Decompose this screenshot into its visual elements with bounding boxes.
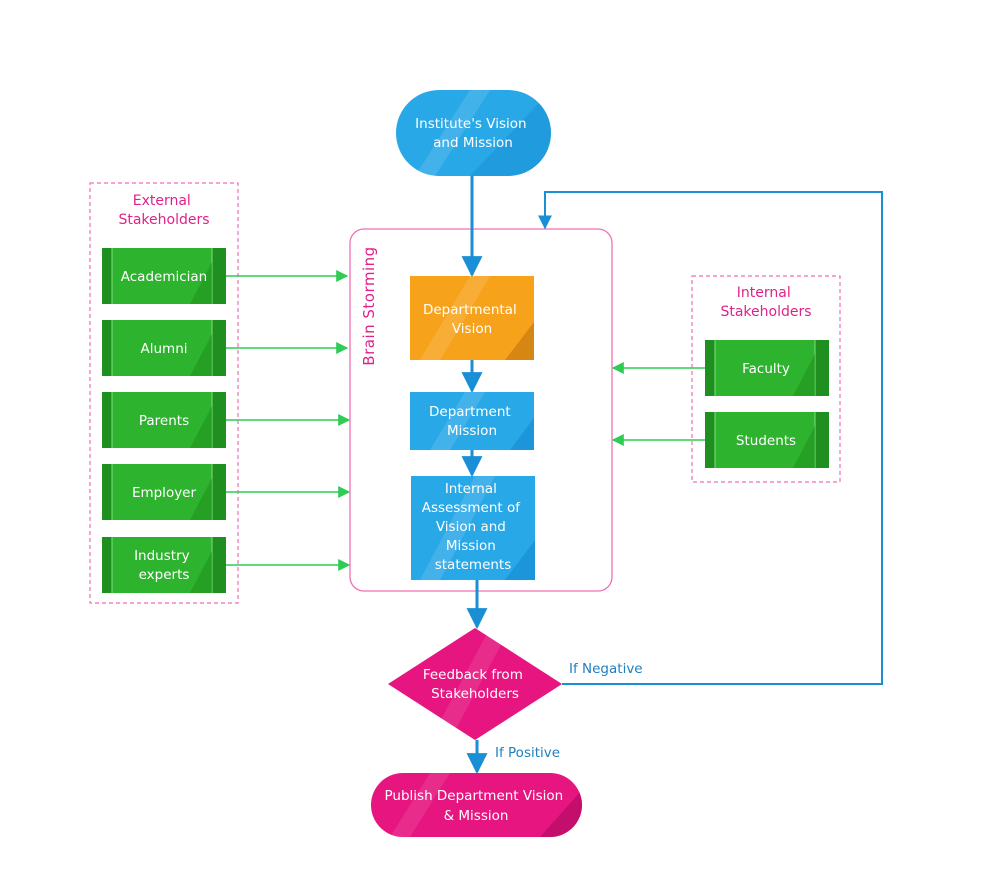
svg-text:Academician: Academician bbox=[121, 269, 207, 285]
node-publish: Publish Department Vision & Mission bbox=[371, 773, 582, 837]
svg-text:Faculty: Faculty bbox=[742, 361, 790, 377]
node-institute-vision: Institute's Vision and Mission bbox=[396, 90, 551, 176]
label-if-positive: If Positive bbox=[495, 745, 560, 761]
svg-text:Departmental Vision: Departmental Vision bbox=[423, 302, 521, 337]
edge-negative-loop bbox=[538, 191, 883, 685]
svg-text:Alumni: Alumni bbox=[141, 341, 188, 357]
internal-stakeholders-title: Internal Stakeholders bbox=[720, 285, 811, 320]
brainstorming-title: Brain Storming bbox=[360, 246, 378, 365]
node-feedback-decision: Feedback from Stakeholders bbox=[388, 628, 562, 740]
node-departmental-vision: Departmental Vision bbox=[410, 276, 534, 360]
svg-text:Publish Department Vision: Publish Department Vision & Mission bbox=[385, 788, 568, 824]
external-stakeholders-group bbox=[89, 182, 239, 604]
stakeholder-parents: Parents bbox=[102, 392, 226, 448]
brainstorming-group bbox=[349, 228, 613, 592]
svg-text:Internal Assessment of: Internal Assessment of Vision and Missio… bbox=[422, 481, 525, 573]
svg-text:Department Mission: Department Mission bbox=[429, 404, 515, 439]
stakeholder-faculty: Faculty bbox=[705, 340, 829, 396]
stakeholder-alumni: Alumni bbox=[102, 320, 226, 376]
svg-text:Students: Students bbox=[736, 433, 796, 449]
svg-text:Employer: Employer bbox=[132, 485, 197, 501]
external-stakeholders-title: External Stakeholders bbox=[118, 193, 209, 228]
stakeholder-academician: Academician bbox=[102, 248, 226, 304]
stakeholder-students: Students bbox=[705, 412, 829, 468]
node-department-mission: Department Mission bbox=[410, 392, 534, 450]
internal-stakeholders-group bbox=[691, 275, 841, 483]
svg-text:Industry experts: Industry experts bbox=[134, 548, 194, 583]
label-if-negative: If Negative bbox=[569, 661, 643, 677]
stakeholder-employer: Employer bbox=[102, 464, 226, 520]
node-internal-assessment: Internal Assessment of Vision and Missio… bbox=[411, 476, 535, 580]
svg-text:Parents: Parents bbox=[139, 413, 189, 429]
stakeholder-industry-experts: Industry experts bbox=[102, 537, 226, 593]
svg-text:Feedback from Stakeholde: Feedback from Stakeholders bbox=[423, 667, 527, 702]
svg-text:Institute's Vision and M: Institute's Vision and Mission bbox=[415, 116, 531, 151]
